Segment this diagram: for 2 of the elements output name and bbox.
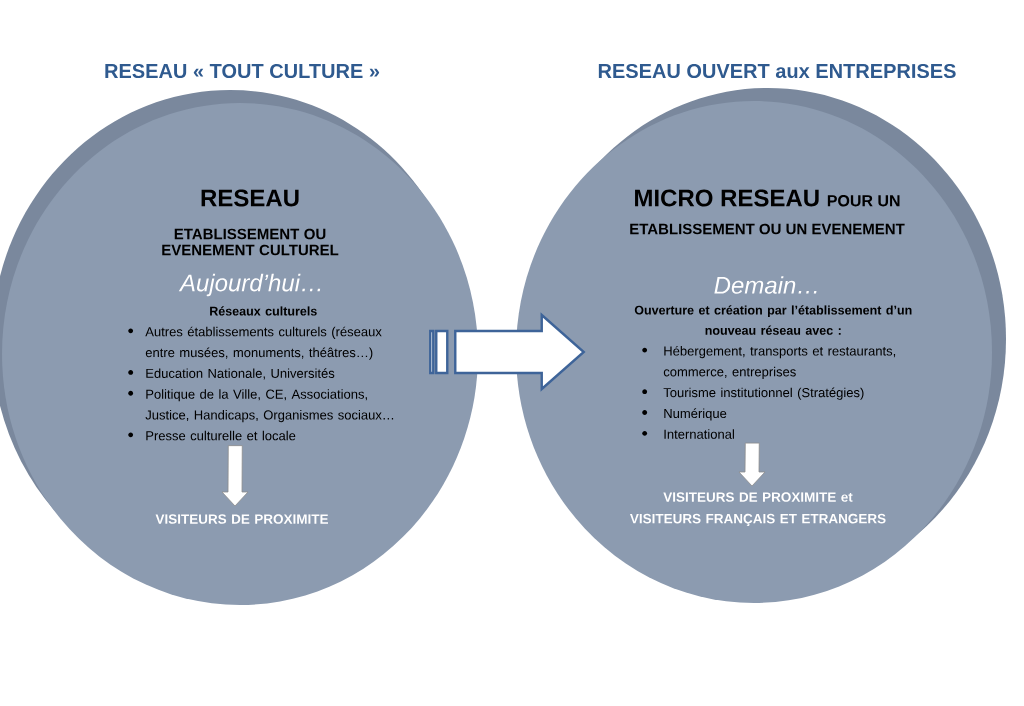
section-heading: RESEAU OUVERT aux ENTREPRISES — [598, 63, 956, 79]
section-heading: RESEAU « TOUT CULTURE » — [105, 63, 380, 79]
